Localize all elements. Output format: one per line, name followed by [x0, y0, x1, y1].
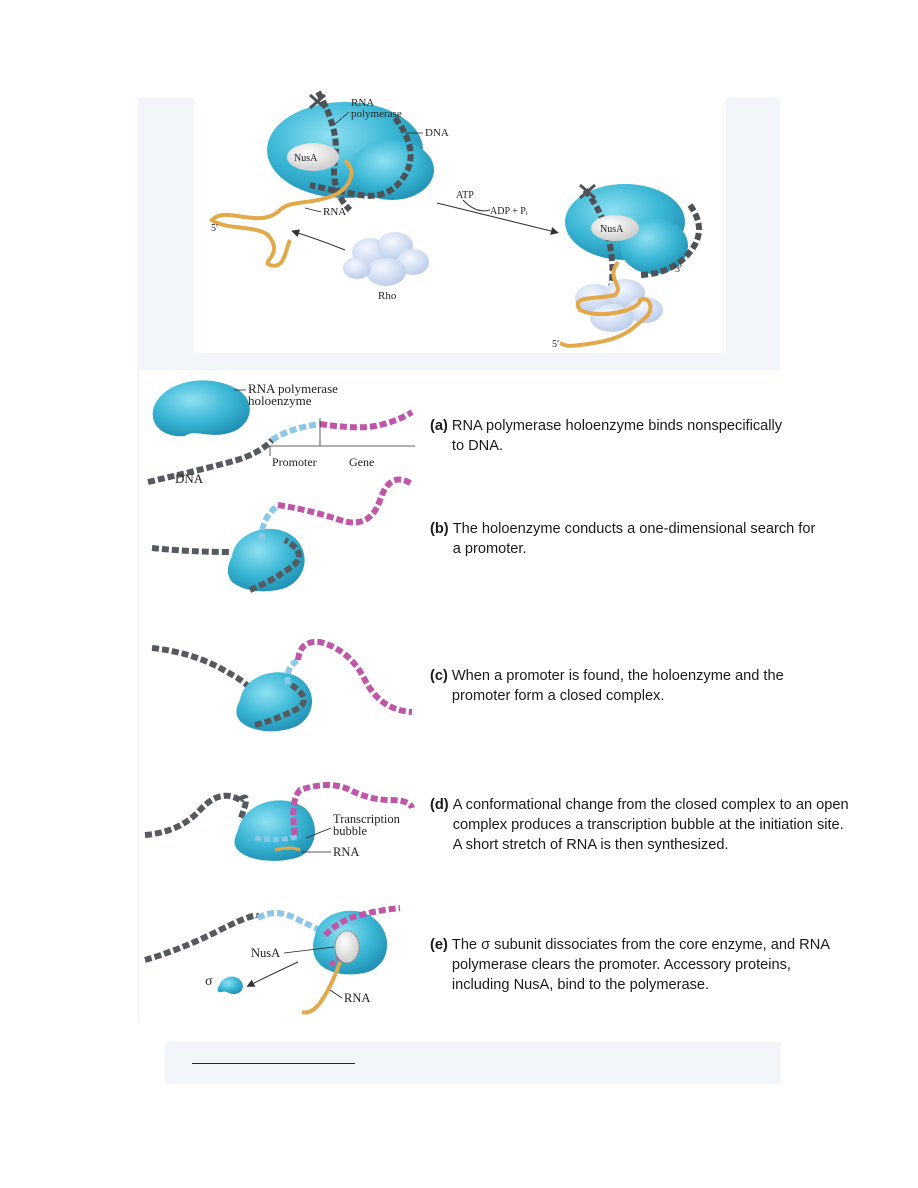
step-e-caption: (e) The σ subunit dissociates from the c…: [430, 935, 830, 995]
nusa-right-shape: [591, 215, 639, 241]
step-d-line-2: complex produces a transcription bubble …: [452, 817, 844, 833]
step-c-caption: (c) When a promoter is found, the holoen…: [430, 666, 784, 706]
step-e-line-1: The σ subunit dissociates from the core …: [451, 937, 830, 953]
step-a-caption: (a) RNA polymerase holoenzyme binds nons…: [430, 416, 782, 456]
nusa-right-label: NusA: [600, 224, 624, 235]
step-d-illustration: [144, 782, 415, 861]
step-c-illustration: [151, 638, 413, 732]
rna-strand-right: [559, 260, 653, 348]
rna-polymerase-label-2: polymerase: [351, 108, 402, 120]
reaction-arrow: [436, 202, 559, 235]
promoter-label: Promoter: [272, 455, 317, 469]
dna-promoter-segment: [270, 421, 321, 443]
rna-strand-left: [209, 158, 354, 268]
rna-step-d-label: RNA: [333, 845, 359, 859]
atp-label: ATP: [456, 190, 474, 201]
holoenzyme-shape: [152, 380, 250, 437]
step-c-letter: (c): [430, 668, 448, 684]
holoenzyme-label-1: RNA polymerase: [248, 381, 338, 396]
rna-step-e-label: RNA: [344, 991, 370, 1005]
nusa-step-e-label: NusA: [251, 946, 280, 960]
dna-step-a-label: DNA: [175, 471, 204, 486]
gene-label: Gene: [349, 455, 374, 469]
step-b-caption: (b) The holoenzyme conducts a one-dimens…: [430, 519, 815, 559]
rho-left-shape: [343, 232, 429, 286]
holoenzyme-shape-b: [227, 528, 305, 592]
step-a-line-1: RNA polymerase holoenzyme binds nonspeci…: [451, 418, 783, 434]
sigma-subunit-shape: [217, 976, 243, 994]
step-e-illustration: [144, 905, 401, 1015]
three-prime-label: 3′: [675, 264, 682, 275]
rho-binding-arrow: [291, 229, 346, 251]
step-c-line-2: promoter form a closed complex.: [451, 688, 665, 704]
step-b-line-2: a promoter.: [452, 541, 527, 557]
step-e-letter: (e): [430, 937, 448, 953]
holoenzyme-label-2: holoenzyme: [248, 393, 312, 408]
step-d-caption: (d) A conformational change from the clo…: [430, 795, 849, 855]
step-a-letter: (a): [430, 418, 448, 434]
nusa-left-label: NusA: [294, 153, 318, 164]
termination-left-complex: [209, 90, 434, 286]
transcription-bubble-label-2: bubble: [333, 824, 367, 838]
rna-label: RNA: [323, 206, 346, 218]
sigma-label: σ: [205, 974, 213, 989]
step-a-illustration: [147, 380, 415, 485]
footnote-rule: [192, 1063, 355, 1064]
step-b-letter: (b): [430, 521, 449, 537]
holoenzyme-shape-d: [234, 800, 315, 861]
step-a-line-2: to DNA.: [451, 438, 503, 454]
transcription-bubble-label-1: Transcription: [333, 812, 401, 826]
rho-label: Rho: [378, 290, 397, 302]
step-b-line-1: The holoenzyme conducts a one-dimensiona…: [452, 521, 816, 537]
dna-gene-segment: [319, 409, 414, 431]
nusa-left-shape: [287, 143, 339, 171]
adp-pi-label: ADP + Pᵢ: [490, 206, 528, 217]
nusa-step-e-shape: [334, 930, 360, 964]
rna-step-e-strand: [301, 961, 342, 1015]
sigma-release-arrow: [246, 961, 299, 987]
dna-label: DNA: [425, 127, 449, 139]
step-e-line-3: including NusA, bind to the polymerase.: [451, 977, 710, 993]
rna-polymerase-label-1: RNA: [351, 97, 374, 109]
five-prime-left-label: 5′: [211, 223, 218, 234]
termination-right-complex: [559, 183, 702, 348]
step-d-letter: (d): [430, 797, 449, 813]
step-c-line-1: When a promoter is found, the holoenzyme…: [451, 668, 784, 684]
step-b-illustration: [151, 476, 414, 593]
step-e-line-2: polymerase clears the promoter. Accessor…: [451, 957, 791, 973]
step-d-line-1: A conformational change from the closed …: [452, 797, 849, 813]
dna-dark-segment: [147, 437, 275, 485]
five-prime-right-label: 5′: [552, 339, 559, 350]
step-d-line-3: A short stretch of RNA is then synthesiz…: [452, 837, 729, 853]
